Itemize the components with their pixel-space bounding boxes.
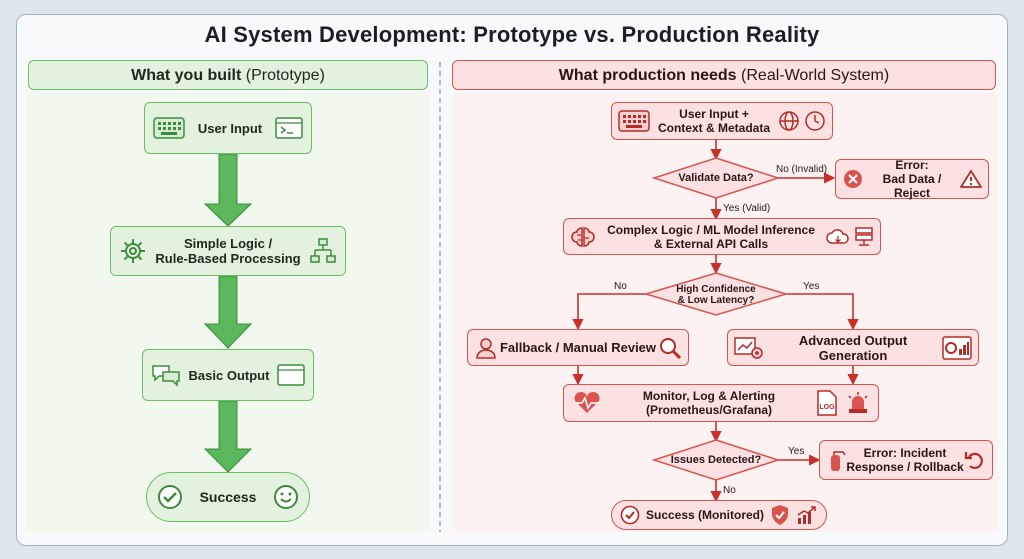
- gear-icon: [121, 239, 145, 263]
- fire-extinguisher-icon: [831, 451, 846, 471]
- page-title: AI System Development: Prototype vs. Pro…: [204, 22, 820, 47]
- log-file-icon: LOG: [817, 390, 837, 416]
- cloud-icon: [826, 228, 849, 244]
- green-arrow-2: [203, 275, 253, 349]
- proto-logic-line1: Simple Logic /: [183, 236, 273, 251]
- prod-error-line1: Error:: [895, 158, 929, 172]
- alarm-siren-icon: [848, 392, 868, 413]
- green-arrow-3: [203, 400, 253, 473]
- proto-logic-line2: Rule-Based Processing: [155, 251, 301, 266]
- prod-complex-logic: Complex Logic / ML Model Inference & Ext…: [563, 218, 881, 255]
- keyboard-icon: [618, 110, 650, 132]
- prod-incident-line1: Error: Incident: [863, 446, 947, 460]
- clock-icon: [805, 111, 825, 131]
- log-badge-text: LOG: [819, 404, 835, 411]
- right-header: What production needs (Real-World System…: [452, 60, 996, 90]
- prod-error-bad-data: Error: Bad Data / Reject: [835, 158, 989, 200]
- shield-check-icon: [772, 505, 788, 525]
- proto-output-label: Basic Output: [188, 367, 270, 383]
- growth-chart-icon: [797, 506, 816, 524]
- green-arrow-1: [203, 153, 253, 227]
- dashboard-icon: [942, 335, 972, 360]
- prod-fallback: Fallback / Manual Review: [467, 329, 689, 366]
- chart-gear-icon: [734, 336, 763, 359]
- prod-monitor-line1: Monitor, Log & Alerting: [642, 389, 776, 403]
- prod-complex-line1: Complex Logic / ML Model Inference: [607, 222, 815, 237]
- confidence-label: High Confidence & Low Latency?: [656, 284, 776, 306]
- proto-logic-label: Simple Logic / Rule-Based Processing: [147, 236, 309, 266]
- prod-complex-line2: & External API Calls: [653, 236, 769, 251]
- prod-monitor-line2: (Prometheus/Grafana): [645, 403, 773, 417]
- right-header-bold: What production needs: [558, 66, 737, 84]
- prod-fallback-label: Fallback / Manual Review: [499, 340, 657, 355]
- prod-monitor: Monitor, Log & Alerting (Prometheus/Graf…: [563, 384, 879, 422]
- prod-incident-line2: Response / Rollback: [846, 460, 964, 474]
- error-x-icon: [844, 170, 862, 188]
- validate-label: Validate Data?: [678, 172, 754, 184]
- prod-success-label: Success (Monitored): [645, 507, 765, 522]
- smiley-icon: [274, 485, 298, 509]
- prod-error-bad-data-label: Error: Bad Data / Reject: [864, 158, 960, 200]
- left-header: What you built (Prototype): [28, 60, 428, 90]
- flow-confidence-advanced: [786, 293, 859, 331]
- terminal-icon: [275, 117, 303, 139]
- edge-yes-issues: Yes: [788, 446, 805, 457]
- rollback-icon: [964, 452, 983, 469]
- edge-no-issues: No: [723, 485, 736, 496]
- prod-advanced-output-label: Advanced Output Generation: [798, 332, 908, 363]
- keyboard-icon: [153, 117, 185, 139]
- flow-confidence-fallback: [572, 293, 646, 331]
- confidence-diamond: [643, 272, 789, 316]
- left-header-light: (Prototype): [245, 66, 325, 84]
- heartbeat-icon: [574, 392, 600, 413]
- prod-user-input-line2: Context & Metadata: [657, 121, 770, 135]
- reviewer-person-icon: [476, 337, 496, 359]
- proto-success: Success: [146, 472, 310, 522]
- prod-incident: Error: Incident Response / Rollback: [819, 440, 993, 480]
- prod-user-input-label: User Input + Context & Metadata: [650, 107, 778, 135]
- brain-icon: [571, 226, 595, 247]
- confidence-line2: & Low Latency?: [677, 295, 755, 306]
- prod-user-input-line1: User Input +: [679, 107, 749, 121]
- confidence-line1: High Confidence: [676, 284, 756, 295]
- prod-complex-logic-label: Complex Logic / ML Model Inference & Ext…: [596, 223, 826, 251]
- edge-no-invalid: No (Invalid): [776, 164, 828, 175]
- warning-icon: [960, 170, 982, 188]
- edge-yes: Yes: [803, 281, 820, 292]
- left-header-bold: What you built: [131, 66, 242, 84]
- validate-diamond: [651, 157, 781, 199]
- prod-error-line2: Bad Data / Reject: [882, 172, 942, 200]
- edge-no: No: [614, 281, 627, 292]
- prod-advanced-output: Advanced Output Generation: [727, 329, 979, 366]
- proto-output: Basic Output: [142, 349, 314, 401]
- check-circle-icon: [158, 485, 182, 509]
- prod-success: Success (Monitored): [611, 500, 827, 530]
- globe-icon: [779, 111, 799, 131]
- issues-label: Issues Detected?: [670, 454, 762, 466]
- proto-success-label: Success: [199, 488, 257, 505]
- proto-user-input-label: User Input: [197, 120, 263, 136]
- edge-yes-valid: Yes (Valid): [723, 203, 771, 214]
- window-icon: [277, 364, 305, 386]
- prod-monitor-label: Monitor, Log & Alerting (Prometheus/Graf…: [602, 389, 816, 417]
- proto-user-input: User Input: [144, 102, 312, 154]
- issues-diamond: [651, 439, 781, 481]
- flowchart-icon: [310, 238, 336, 263]
- prod-user-input: User Input + Context & Metadata: [611, 102, 833, 140]
- check-circle-icon: [620, 505, 640, 525]
- chat-bubbles-icon: [152, 365, 180, 387]
- prod-incident-label: Error: Incident Response / Rollback: [846, 446, 964, 474]
- magnifier-icon: [660, 337, 682, 359]
- proto-logic: Simple Logic / Rule-Based Processing: [110, 226, 346, 276]
- right-header-light: (Real-World System): [741, 66, 890, 84]
- server-icon: [855, 226, 873, 246]
